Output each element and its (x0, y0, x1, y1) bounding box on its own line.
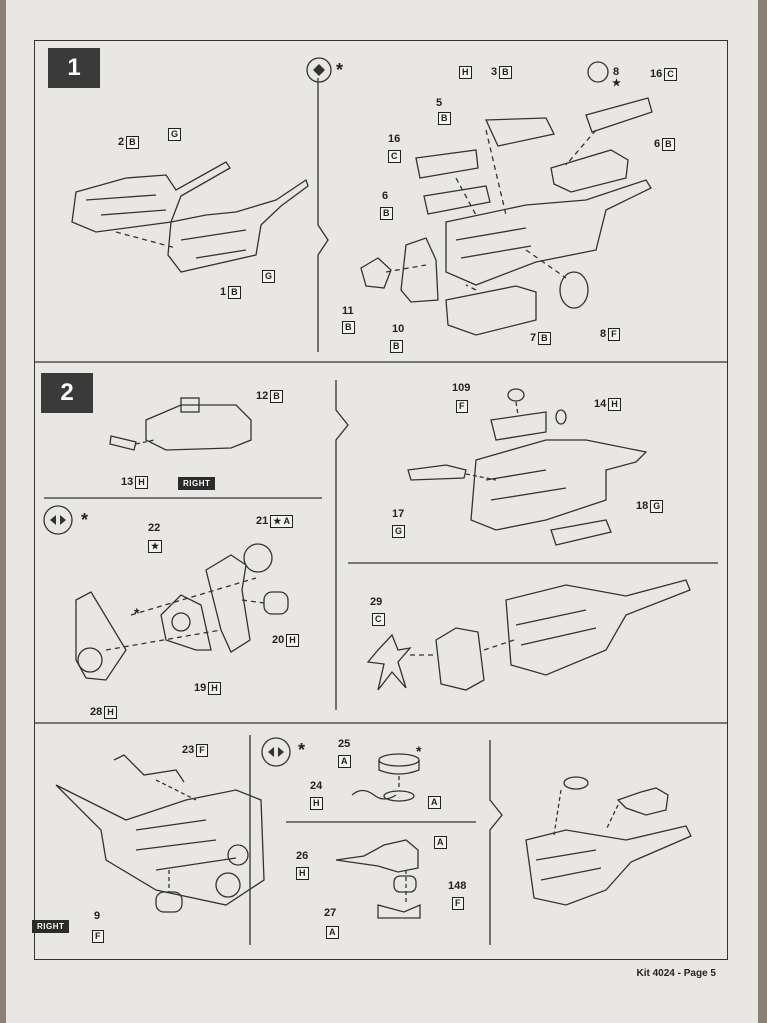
assembly-line-art (34, 57, 728, 945)
part-label: 8 (613, 66, 620, 78)
asterisk-icon: * (81, 510, 89, 530)
part-label: 16 (388, 133, 401, 145)
part-label: B (436, 112, 451, 125)
part-label: G (390, 525, 406, 538)
part-label: 25 (338, 738, 351, 750)
part-label: A (336, 755, 351, 768)
asterisk-icon: * (336, 60, 344, 80)
part-label: G (166, 128, 182, 141)
page-footer: Kit 4024 - Page 5 (636, 968, 716, 979)
part-label: H (294, 867, 309, 880)
part-label: 17 (392, 508, 405, 520)
step-1-badge: 1 (48, 48, 100, 88)
part-label: G (260, 270, 276, 283)
right-side-badge: RIGHT (32, 920, 70, 933)
star-icon: ★ (612, 78, 621, 89)
part-label: B (388, 340, 403, 353)
part-label: B (378, 207, 393, 220)
part-label: A (432, 836, 447, 849)
part-label: ★ (146, 540, 163, 553)
part-label: 21★ A (256, 515, 293, 528)
part-label: 6 (382, 190, 389, 202)
part-label: A (426, 796, 441, 809)
part-label: 5 (436, 97, 443, 109)
right-side-badge: RIGHT (178, 477, 216, 490)
part-label: 148 (448, 880, 467, 892)
part-label: C (370, 613, 385, 626)
part-label: 109 (452, 382, 471, 394)
part-label: 24 (310, 780, 323, 792)
part-label: 9 (94, 910, 101, 922)
part-label: H (308, 797, 323, 810)
asterisk-icon: * (134, 605, 140, 621)
part-label: 22 (148, 522, 161, 534)
asterisk-icon: * (416, 743, 422, 759)
part-label: F (90, 930, 104, 943)
part-label: 10 (392, 323, 405, 335)
part-label: 27 (324, 907, 337, 919)
instruction-frame (34, 40, 728, 960)
part-label: C (386, 150, 401, 163)
part-label: 29 (370, 596, 383, 608)
part-label: A (324, 926, 339, 939)
part-label: 11 (342, 305, 354, 317)
part-label: H (457, 66, 472, 79)
part-label: 26 (296, 850, 309, 862)
part-label: F (450, 897, 464, 910)
asterisk-icon: * (298, 740, 306, 760)
part-label: F (454, 400, 468, 413)
step-2-badge: 2 (41, 373, 93, 413)
part-label: B (340, 321, 355, 334)
